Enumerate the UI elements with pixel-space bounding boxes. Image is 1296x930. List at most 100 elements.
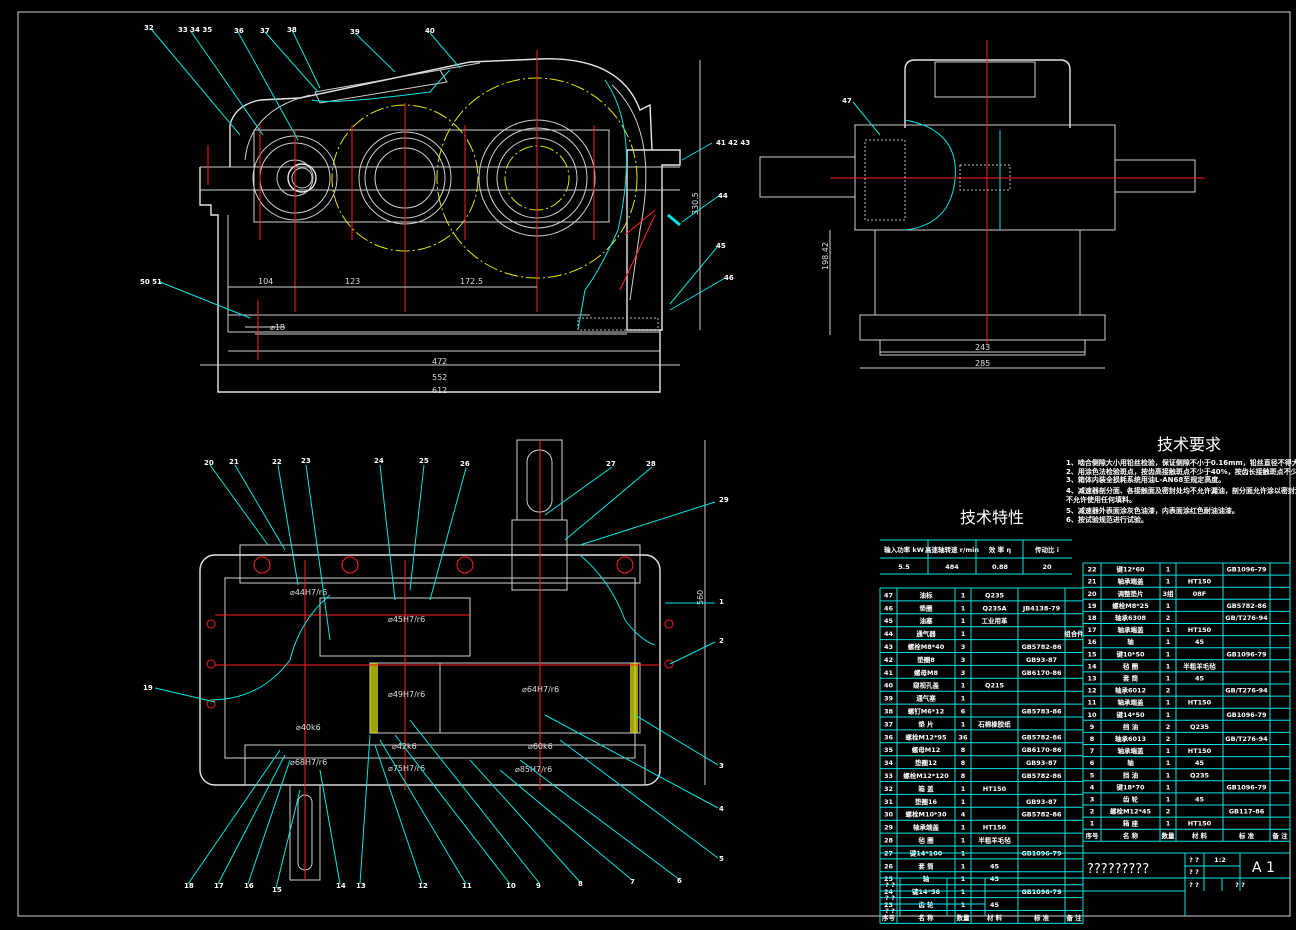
dimension: 285 [975,359,990,368]
tech-characteristics-title: 技术特性 [960,508,1024,527]
title-block-label: ? ? [885,881,895,889]
table-cell: 22 [1087,566,1096,574]
table-cell: 1 [961,798,966,806]
table-cell: GB6170-86 [1021,669,1062,677]
table-cell: 16 [1087,638,1097,646]
part-label: 29 [719,496,729,504]
table-cell: 组合件 [1064,629,1084,638]
table-cell: 轴 [1127,758,1134,767]
scale-value: 1:2 [1214,856,1226,864]
table-cell: 5 [1090,771,1095,779]
table-cell: 20 [1042,563,1052,571]
table-cell: 35 [884,746,894,754]
part-label: 8 [578,880,583,888]
table-header: 标 准 [1033,913,1050,922]
part-label: 16 [244,882,254,890]
part-label: 37 [260,27,270,35]
dimension: ⌀18 [270,323,285,332]
title-block: ????????? ? ? 1:2 A 1 ? ? ? ? ? ? ? ? ? … [880,852,1290,916]
part-label: 17 [214,882,224,890]
fit-annotation: ⌀44H7/r6 [290,588,327,597]
table-cell: GB/T276-94 [1225,687,1268,695]
part-label: 28 [646,460,656,468]
table-cell: 8 [1090,735,1095,743]
table-cell: 1 [961,875,966,883]
part-label: 25 [419,457,429,465]
part-label: 14 [336,882,346,890]
table-cell: GB5783-86 [1021,708,1062,716]
table-cell: 0.88 [992,563,1009,571]
table-cell: 1 [1166,626,1171,634]
fit-annotation: ⌀68H7/r6 [290,758,327,767]
table-cell: Q235 [1190,723,1210,731]
table-cell: 轴承6012 [1115,686,1146,695]
title-block-label: ? ? [1189,868,1199,876]
part-label: 44 [718,192,728,200]
table-cell: 键14*56 [911,887,940,896]
table-cell: 垫圈12 [915,758,937,767]
table-cell: Q235 [985,591,1005,599]
table-cell: 半粗羊毛毡 [1183,661,1216,670]
table-cell: 12 [1087,687,1096,695]
table-cell: 轴承端盖 [1118,625,1145,634]
table-cell: Q235A [982,604,1006,612]
part-label: 13 [356,882,366,890]
part-label: 41 42 43 [716,139,750,147]
table-cell: 半粗羊毛毡 [978,836,1011,845]
table-cell: 46 [884,604,894,612]
part-label: 40 [425,27,435,35]
table-cell: 键14*50 [1116,710,1145,719]
part-label: 7 [630,878,635,886]
table-cell: 45 [1195,638,1205,646]
part-label: 19 [143,684,153,692]
table-cell: GB117-86 [1229,808,1265,816]
fit-annotation: ⌀64H7/r6 [522,685,559,694]
table-cell: 箱 座 [1123,819,1139,828]
table-header: 材 料 [1191,831,1208,840]
table-cell: 2 [1166,614,1171,622]
requirement-item: 2、用涂色法检验斑点，按齿高接触斑点不少于40%，按齿长接触斑点不少于50%。 [1066,467,1296,476]
requirement-item: 3、箱体内装全损耗系统用油L-AN68至规定高度。 [1066,475,1225,484]
part-label: 45 [716,242,726,250]
table-cell: 15 [1087,650,1097,658]
table-cell: 1 [1166,820,1171,828]
table-cell: 25 [884,875,894,883]
table-cell: 30 [884,811,894,819]
table-cell: 19 [1087,602,1097,610]
part-label: 12 [418,882,428,890]
table-header: 备 注 [1065,913,1082,922]
table-cell: 轴承6308 [1115,613,1147,622]
table-cell: 2 [1166,687,1171,695]
table-cell: 螺栓M8*40 [908,642,945,651]
table-cell: 垫圈 [920,603,934,612]
fit-annotation: ⌀75H7/r6 [388,764,425,773]
part-label: 39 [350,28,360,36]
table-cell: 20 [1087,590,1097,598]
requirement-item: 6、按试验规范进行试验。 [1066,515,1148,524]
table-cell: 1 [961,682,966,690]
table-cell: 8 [961,759,966,767]
table-cell: GB1096-79 [1226,566,1267,574]
table-cell: GB5782-86 [1021,733,1062,741]
table-cell: HT150 [1188,626,1212,634]
table-cell: 8 [961,772,966,780]
table-cell: HT150 [1188,699,1212,707]
part-label: 20 [204,459,214,467]
part-label: 22 [272,458,282,466]
table-cell: 1 [961,785,966,793]
part-label: 11 [462,882,472,890]
part-label: 24 [374,457,384,465]
table-cell: 螺栓M12*120 [903,771,949,780]
table-cell: 42 [884,656,893,664]
